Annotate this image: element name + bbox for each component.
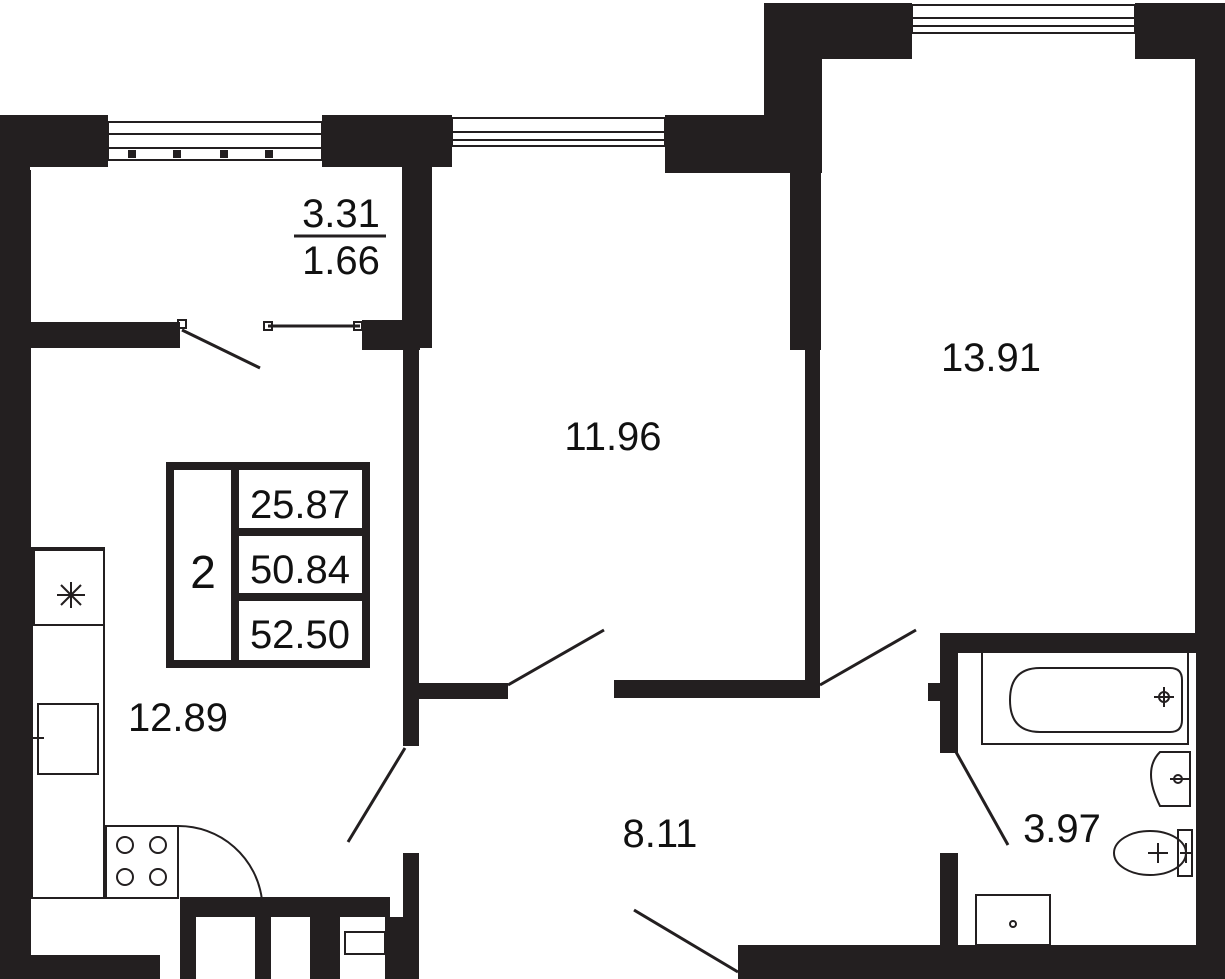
wall-left bbox=[0, 160, 30, 979]
windows bbox=[107, 4, 1136, 161]
wall-right bbox=[1196, 45, 1225, 979]
kitchen-fixtures bbox=[31, 547, 386, 955]
room-count: 2 bbox=[190, 546, 216, 598]
door-entrance bbox=[633, 908, 739, 974]
sink-icon bbox=[1150, 751, 1191, 807]
window-bedroom-small bbox=[451, 117, 666, 147]
wall-bedroom-bottom-left bbox=[410, 683, 508, 699]
kitchen-cabinet bbox=[344, 931, 386, 955]
wall-kitchen-bottom-col2 bbox=[255, 917, 271, 979]
wall-bathroom-top bbox=[940, 633, 1200, 653]
hall-area-label: 8.11 bbox=[623, 812, 698, 856]
wall-bottom-left bbox=[0, 955, 160, 979]
kitchen-counter bbox=[31, 547, 105, 899]
stove-burner-icon bbox=[116, 836, 134, 854]
door-bedroom-small bbox=[507, 628, 605, 687]
kitchen-door-arc bbox=[177, 824, 263, 901]
door-bathroom bbox=[954, 751, 1010, 846]
wall-bathroom-left bbox=[940, 633, 958, 753]
summary-border bbox=[166, 462, 370, 668]
door-kitchen bbox=[346, 747, 407, 843]
asterisk-icon bbox=[57, 582, 85, 608]
bathtub bbox=[981, 649, 1189, 745]
wall-kitchen-bottom bbox=[180, 897, 390, 917]
wall-top-mid2 bbox=[665, 115, 780, 173]
kitchen-area-label: 12.89 bbox=[128, 696, 228, 740]
wall-bedroom-divider-thin bbox=[805, 348, 820, 690]
bathroom-fixtures bbox=[975, 649, 1193, 946]
window-bedroom-large bbox=[911, 4, 1136, 34]
wall-top-left bbox=[0, 115, 108, 167]
wall-loggia-right bbox=[402, 148, 432, 348]
stove-burner-icon bbox=[116, 868, 134, 886]
wall-kitchen-bottom-col4 bbox=[385, 917, 405, 979]
thin-lines bbox=[29, 59, 1197, 960]
living-area: 25.87 bbox=[250, 483, 350, 527]
bedroom-large-area-label: 13.91 bbox=[941, 336, 1041, 380]
washing-machine bbox=[975, 894, 1051, 946]
bathtub-inner bbox=[1008, 667, 1183, 733]
wall-bathroom-stub bbox=[928, 683, 946, 701]
wall-bedroom-bottom-right bbox=[614, 680, 820, 698]
loggia-area-label: 3.31 bbox=[302, 192, 380, 236]
stove-burner-icon bbox=[149, 836, 167, 854]
total-area-with-loggia: 52.50 bbox=[250, 613, 350, 657]
bedroom-small-area-label: 11.96 bbox=[564, 415, 661, 459]
wall-kitchen-bottom-col1 bbox=[180, 897, 196, 979]
kitchen-stove bbox=[105, 825, 179, 899]
loggia-reduced-area-label: 1.66 bbox=[302, 239, 380, 283]
wall-bedroom-divider bbox=[790, 150, 820, 350]
wall-upper-left-column bbox=[764, 3, 822, 173]
bathroom-area-label: 3.97 bbox=[1023, 807, 1101, 851]
doors bbox=[177, 319, 1010, 974]
wall-loggia-partition bbox=[0, 322, 180, 348]
kitchen-hood-box bbox=[33, 549, 105, 626]
kitchen-sink bbox=[37, 703, 99, 775]
wall-top-mid bbox=[322, 115, 452, 167]
room-labels: 3.31 1.66 11.96 13.91 12.89 8.11 3.97 bbox=[128, 192, 1101, 856]
wall-hall-left bbox=[403, 853, 419, 979]
window-loggia bbox=[107, 121, 323, 161]
door-loggia bbox=[181, 328, 261, 370]
door-bedroom-large bbox=[819, 628, 917, 687]
wall-kitchen-bottom-col3 bbox=[310, 917, 340, 979]
summary-table: 2 25.87 50.84 52.50 bbox=[166, 462, 370, 668]
toilet-icon bbox=[1113, 829, 1193, 877]
wall-kitchen-bedroom bbox=[403, 348, 419, 746]
stove-burner-icon bbox=[149, 868, 167, 886]
wall-bottom-right bbox=[738, 945, 1225, 979]
total-area: 50.84 bbox=[250, 548, 350, 592]
